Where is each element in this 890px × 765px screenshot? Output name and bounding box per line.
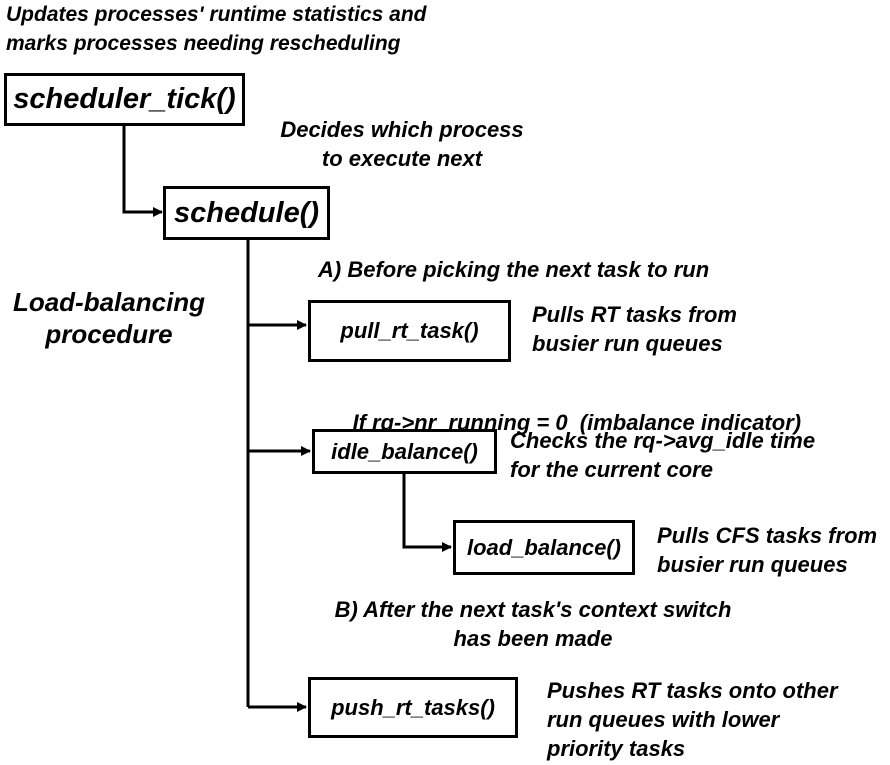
idle-condition-text: If rq->nr_running = 0 (imbalance indicat… bbox=[352, 410, 802, 435]
tick-description-line-1: Updates processes' runtime statistics an… bbox=[6, 3, 427, 26]
load-balance-description: Pulls CFS tasks from busier run queues bbox=[657, 521, 877, 579]
after-switch-note: B) After the next task's context switch … bbox=[318, 595, 748, 653]
after-switch-line-2: has been made bbox=[453, 626, 613, 651]
load-description-line-2: busier run queues bbox=[657, 552, 848, 577]
before-picking-text: A) Before picking the next task to run bbox=[318, 257, 710, 282]
load-balancing-procedure-label: Load-balancing procedure bbox=[4, 286, 214, 350]
idle-description-line-2: for the current core bbox=[510, 457, 713, 482]
push-rt-tasks-description: Pushes RT tasks onto other run queues wi… bbox=[547, 676, 838, 763]
pull-description-line-2: busier run queues bbox=[532, 331, 723, 356]
tick-description: Updates processes' runtime statistics an… bbox=[6, 0, 426, 58]
pull-rt-task-node: pull_rt_task() bbox=[308, 300, 511, 362]
load-balance-label: load_balance() bbox=[466, 534, 622, 560]
scheduler-tick-node: scheduler_tick() bbox=[4, 73, 245, 126]
pull-description-line-1: Pulls RT tasks from bbox=[532, 302, 737, 327]
schedule-node: schedule() bbox=[163, 186, 330, 240]
push-description-line-3: priority tasks bbox=[547, 736, 686, 761]
after-switch-line-1: B) After the next task's context switch bbox=[334, 597, 732, 622]
push-rt-tasks-node: push_rt_tasks() bbox=[308, 677, 518, 738]
idle-condition-note: If rq->nr_running = 0 (imbalance indicat… bbox=[328, 379, 801, 466]
load-balancing-line-1: Load-balancing bbox=[12, 287, 206, 317]
push-description-line-1: Pushes RT tasks onto other bbox=[547, 678, 838, 703]
idle-description-line-1: Checks the rq->avg_idle time bbox=[510, 428, 816, 453]
schedule-description-line-1: Decides which process bbox=[280, 117, 524, 142]
load-description-line-1: Pulls CFS tasks from bbox=[657, 523, 878, 548]
idle-balance-description: Checks the rq->avg_idle time for the cur… bbox=[510, 426, 815, 484]
before-picking-note: A) Before picking the next task to run bbox=[318, 255, 709, 284]
push-description-line-2: run queues with lower bbox=[547, 707, 780, 732]
schedule-description-line-2: to execute next bbox=[321, 146, 483, 171]
load-balance-node: load_balance() bbox=[453, 520, 635, 575]
push-rt-tasks-label: push_rt_tasks() bbox=[331, 694, 495, 720]
idle-balance-label: idle_balance() bbox=[331, 438, 478, 464]
schedule-label: schedule() bbox=[173, 196, 320, 229]
arrow-tick-to-schedule bbox=[122, 125, 163, 217]
idle-balance-node: idle_balance() bbox=[312, 429, 497, 474]
tick-description-line-2: marks processes needing rescheduling bbox=[6, 32, 401, 55]
pull-rt-task-description: Pulls RT tasks from busier run queues bbox=[532, 300, 737, 358]
pull-rt-task-label: pull_rt_task() bbox=[340, 318, 479, 343]
schedule-description: Decides which process to execute next bbox=[262, 115, 542, 173]
load-balancing-line-2: procedure bbox=[45, 319, 173, 349]
arrow-idle-to-load-balance bbox=[402, 473, 452, 552]
scheduler-tick-label: scheduler_tick() bbox=[13, 83, 236, 115]
